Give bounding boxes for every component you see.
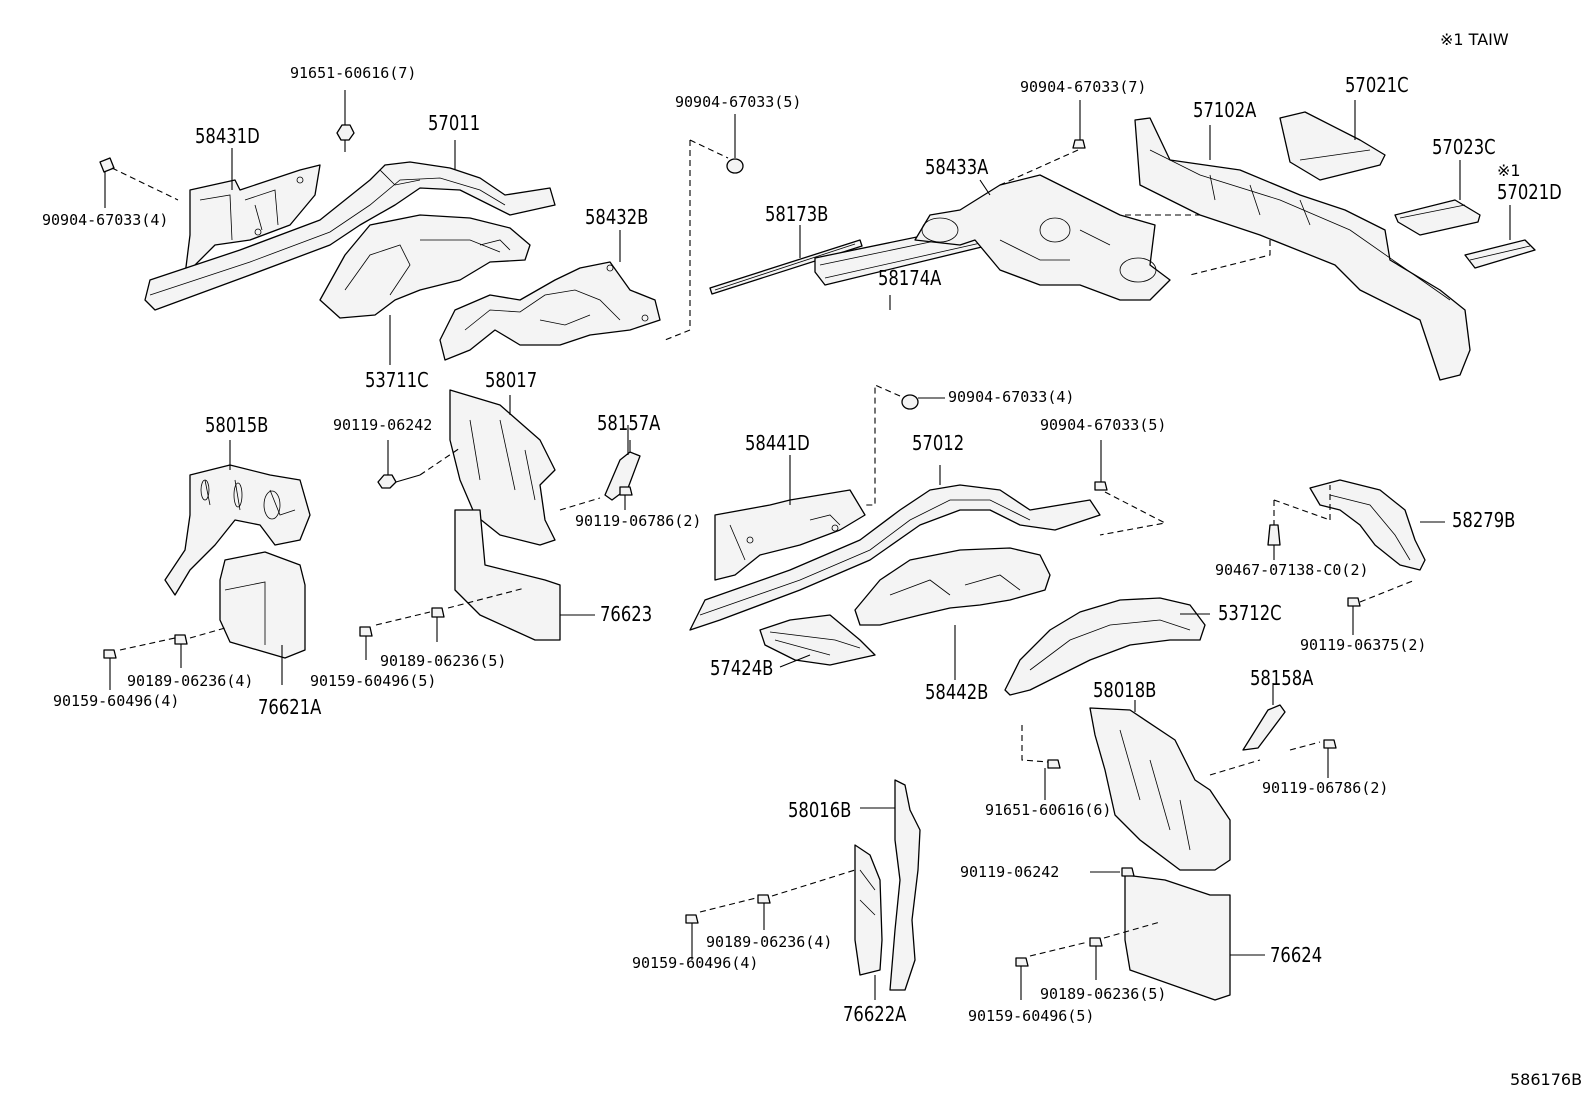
part-57424B-shape (759, 614, 876, 666)
part-57023C-shape (1394, 199, 1481, 236)
label-90189-06236-4-b: 90189-06236(4) (706, 933, 833, 951)
label-58158A: 58158A (1250, 666, 1314, 690)
part-76624-shape (1124, 874, 1265, 1001)
label-58015B: 58015B (205, 413, 269, 437)
part-58016B-shape (860, 779, 921, 991)
part-58441D-shape (714, 489, 866, 581)
part-58015B-shape (164, 464, 311, 596)
label-90904-67033-5-a: 90904-67033(5) (675, 93, 802, 111)
label-58279B: 58279B (1452, 508, 1516, 532)
part-58173B-shape (709, 239, 863, 295)
label-58016B: 58016B (788, 798, 852, 822)
label-90119-06375-2: 90119-06375(2) (1300, 636, 1427, 654)
label-57102A: 57102A (1193, 98, 1257, 122)
label-91651-60616-6: 91651-60616(6) (985, 801, 1112, 819)
part-58017-shape (449, 389, 556, 546)
label-90119-06786-2-b: 90119-06786(2) (1262, 779, 1389, 797)
part-53711C-shape (319, 214, 531, 319)
part-57021D-shape (1464, 239, 1536, 269)
part-57102A-shape (1134, 117, 1471, 381)
part-57021C-shape (1279, 111, 1386, 181)
label-53712C: 53712C (1218, 601, 1282, 625)
label-90119-06242-a: 90119-06242 (333, 416, 433, 434)
part-57012-shape (689, 484, 1101, 631)
label-57012: 57012 (912, 431, 965, 455)
label-76624: 76624 (1270, 943, 1323, 967)
label-90904-67033-4-b: 90904-67033(4) (948, 388, 1075, 406)
ref-mark: ※1 (1497, 161, 1521, 180)
label-58174A: 58174A (878, 266, 942, 290)
label-57023C: 57023C (1432, 135, 1496, 159)
part-58157A-shape (604, 440, 641, 501)
label-53711C: 53711C (365, 368, 429, 392)
part-58432B-shape (439, 261, 661, 361)
label-58431D: 58431D (195, 124, 260, 148)
label-90904-67033-7: 90904-67033(7) (1020, 78, 1147, 96)
label-58173B: 58173B (765, 202, 829, 226)
label-90119-06242-b: 90119-06242 (960, 863, 1060, 881)
label-58157A: 58157A (597, 411, 661, 435)
part-53712C-shape (1004, 597, 1206, 696)
part-57011-shape (144, 161, 556, 311)
fasteners-mid-left (103, 440, 633, 690)
label-90189-06236-5-a: 90189-06236(5) (380, 652, 507, 670)
label-91651-60616-7: 91651-60616(7) (290, 64, 417, 82)
label-76622A: 76622A (843, 1002, 907, 1026)
label-90467-07138-C0-2: 90467-07138-C0(2) (1215, 561, 1369, 579)
label-58018B: 58018B (1093, 678, 1157, 702)
fasteners-center (685, 384, 1416, 1000)
label-90159-60496-4-b: 90159-60496(4) (632, 954, 759, 972)
label-57021C: 57021C (1345, 73, 1409, 97)
label-90189-06236-5-b: 90189-06236(5) (1040, 985, 1167, 1003)
label-90159-60496-5-b: 90159-60496(5) (968, 1007, 1095, 1025)
fasteners-top (99, 90, 1086, 341)
part-58158A-shape (1242, 683, 1286, 751)
label-90904-67033-5-b: 90904-67033(5) (1040, 416, 1167, 434)
header-note: ※1 TAIW (1440, 30, 1509, 49)
label-76623: 76623 (600, 602, 653, 626)
label-58441D: 58441D (745, 431, 810, 455)
label-58433A: 58433A (925, 155, 989, 179)
label-90189-06236-4-a: 90189-06236(4) (127, 672, 254, 690)
label-90904-67033-4-a: 90904-67033(4) (42, 211, 169, 229)
part-76622A-shape (854, 844, 883, 1000)
part-58279B-shape (1309, 479, 1426, 571)
label-58017: 58017 (485, 368, 538, 392)
part-76621A-shape (219, 551, 306, 659)
leader-lines (229, 100, 1511, 712)
label-76621A: 76621A (258, 695, 322, 719)
label-90159-60496-5-a: 90159-60496(5) (310, 672, 437, 690)
part-58018B-shape (1089, 707, 1231, 871)
part-58442B-shape (854, 547, 1051, 626)
label-58442B: 58442B (925, 680, 989, 704)
figure-code: 586176B (1510, 1070, 1583, 1089)
label-57424B: 57424B (710, 656, 774, 680)
label-57021D: 57021D (1497, 180, 1562, 204)
label-90159-60496-4: 90159-60496(4) (53, 692, 180, 710)
label-58432B: 58432B (585, 205, 649, 229)
label-90119-06786-2-a: 90119-06786(2) (575, 512, 702, 530)
label-57011: 57011 (428, 111, 481, 135)
